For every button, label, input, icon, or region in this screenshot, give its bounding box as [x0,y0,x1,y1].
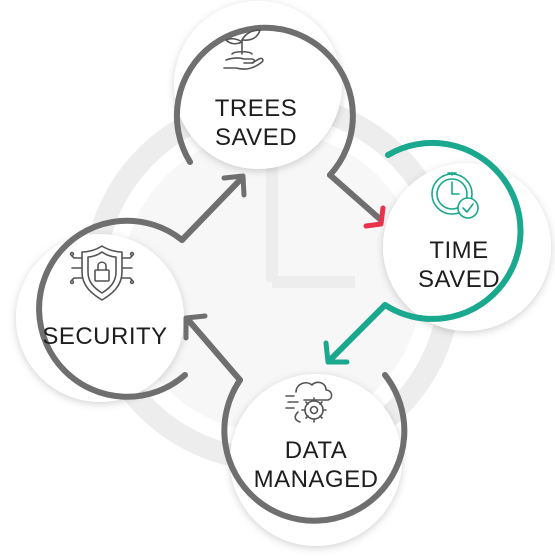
node-data-label-line1: DATA [284,437,348,464]
time-ring [382,139,524,322]
node-time-label-line1: TIME [429,237,489,264]
sprout-in-hand-icon [223,29,264,70]
shield-lock-circuit-icon [69,245,135,301]
connector-trees-to-time [327,172,386,229]
node-security: SECURITY [42,322,167,351]
node-trees-label-line2: SAVED [214,124,298,151]
arrowhead-red-icon [363,205,386,229]
node-trees-saved: TREES SAVED [215,94,298,152]
arrowhead-gray-icon [183,313,208,341]
node-security-label-line1: SECURITY [42,323,168,350]
node-data-label-line2: MANAGED [253,466,379,493]
connector-security-to-trees [179,173,247,243]
node-data-managed: DATA MANAGED [254,436,379,494]
node-time-label-line2: SAVED [417,266,501,293]
data-node-disc [230,374,402,546]
clock-check-icon [431,172,479,219]
node-time-saved: TIME SAVED [418,236,500,294]
arrowhead-teal-icon [323,340,350,365]
node-trees-label-line1: TREES [214,95,298,122]
time-node-disc [383,163,551,331]
data-ring [221,372,408,524]
connector-time-to-data [323,302,388,365]
arrowhead-gray-icon [221,173,247,198]
trees-ring [173,24,356,178]
cloud-gear-data-icon [285,381,333,423]
security-ring [36,217,188,400]
connector-data-to-security [183,313,243,383]
